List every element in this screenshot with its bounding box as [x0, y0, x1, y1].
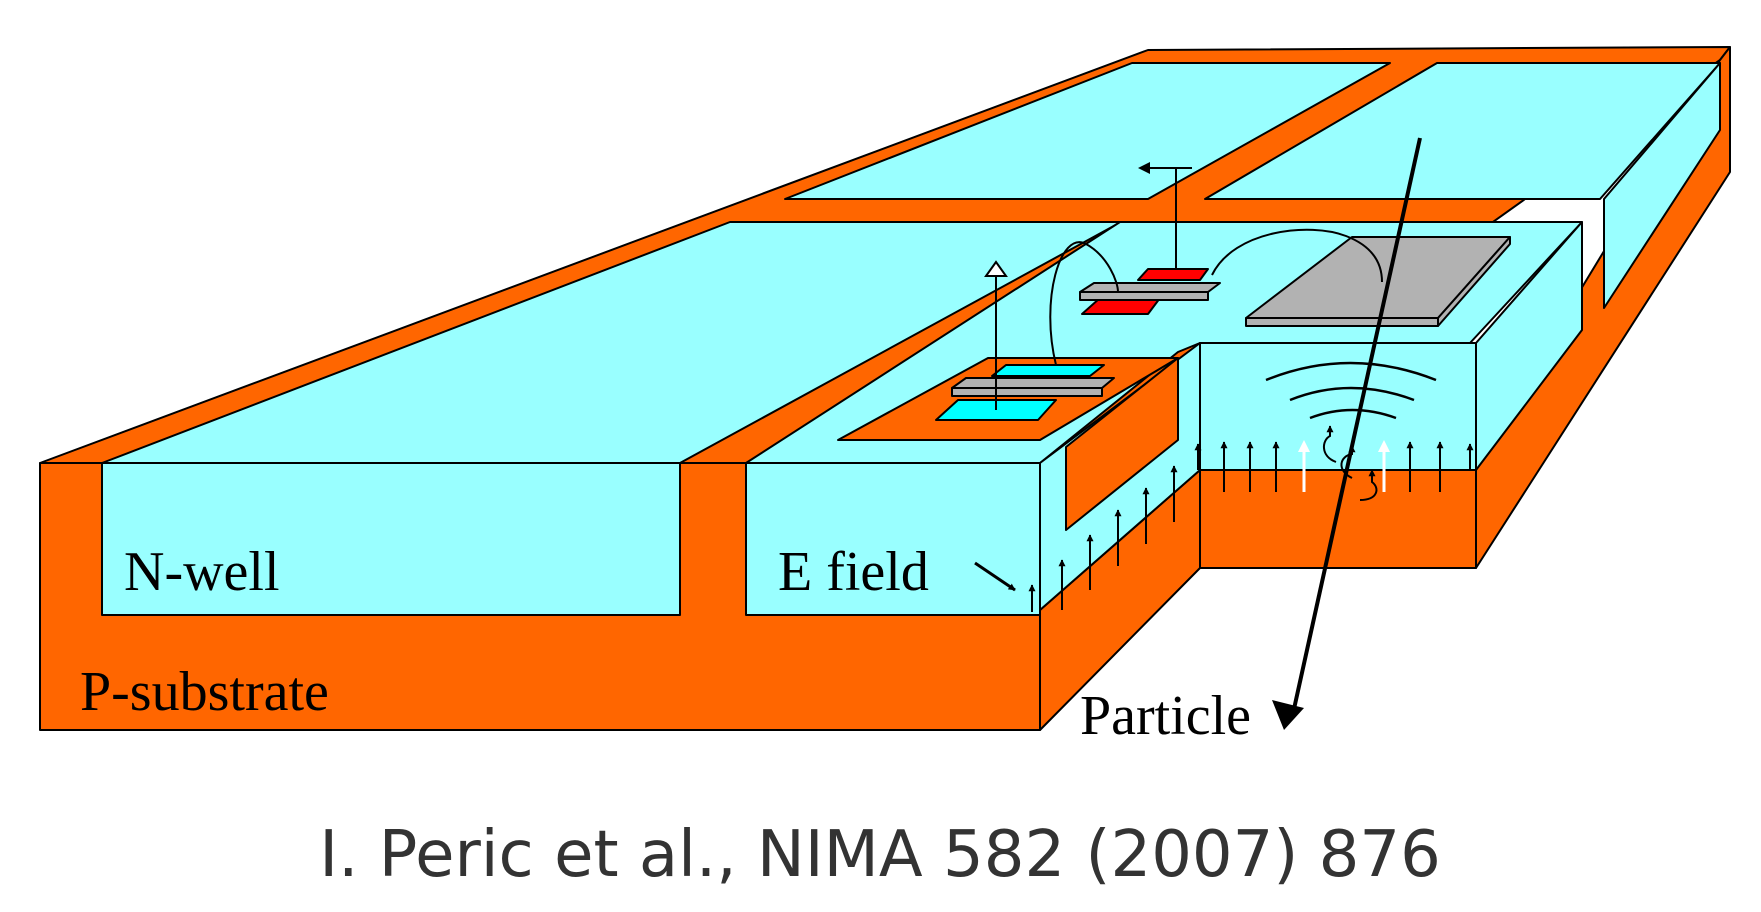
signal-wave-arc-1 [1265, 361, 1437, 382]
particle-arrowhead [1272, 700, 1304, 730]
nwell-left-front [101, 462, 681, 616]
efield-pointer-arrow [974, 561, 1016, 592]
particle-label: Particle [1080, 685, 1251, 747]
carrier-drift-arrowhead-white [1378, 440, 1390, 452]
nmos-gate-top [951, 377, 1115, 389]
nwell-back-left-top [784, 62, 1391, 200]
pmos-diffusion-back [1137, 268, 1209, 281]
pmos-gate-side [1079, 291, 1209, 301]
nwell-right-front [745, 462, 1041, 616]
signal-wave-arc-3 [1309, 408, 1397, 420]
curly-carrier-arrow [1323, 425, 1337, 463]
carrier-drift-arrowhead-white [1298, 440, 1310, 452]
pwell-wall [1065, 357, 1179, 531]
wire-pmos-to-plate [1211, 228, 1383, 283]
citation-caption: I. Peric et al., NIMA 582 (2007) 876 [319, 818, 1441, 892]
pmos-gate-top [1079, 282, 1221, 293]
metal-plate-edge [1437, 236, 1511, 327]
notch-back-wall [1199, 342, 1477, 471]
wire-nmos-to-pmos [1049, 241, 1119, 366]
nmos-diffusion-back [991, 364, 1105, 377]
signal-wave-arc-2 [1289, 386, 1415, 402]
nmos-gate-side [951, 387, 1103, 397]
pmos-output-arrowhead [1138, 162, 1150, 174]
particle-track [1290, 137, 1422, 719]
nwell-label: N-well [124, 541, 280, 603]
metal-plate-side [1245, 317, 1439, 327]
efield-label: E field [778, 541, 929, 603]
nmos-output-arrowhead [984, 260, 1008, 277]
curly-carrier-arrow [1359, 469, 1378, 501]
nwell-back-right-side [1603, 62, 1721, 309]
substrate-label: P-substrate [80, 661, 329, 723]
substrate-notch-front [1199, 469, 1477, 569]
